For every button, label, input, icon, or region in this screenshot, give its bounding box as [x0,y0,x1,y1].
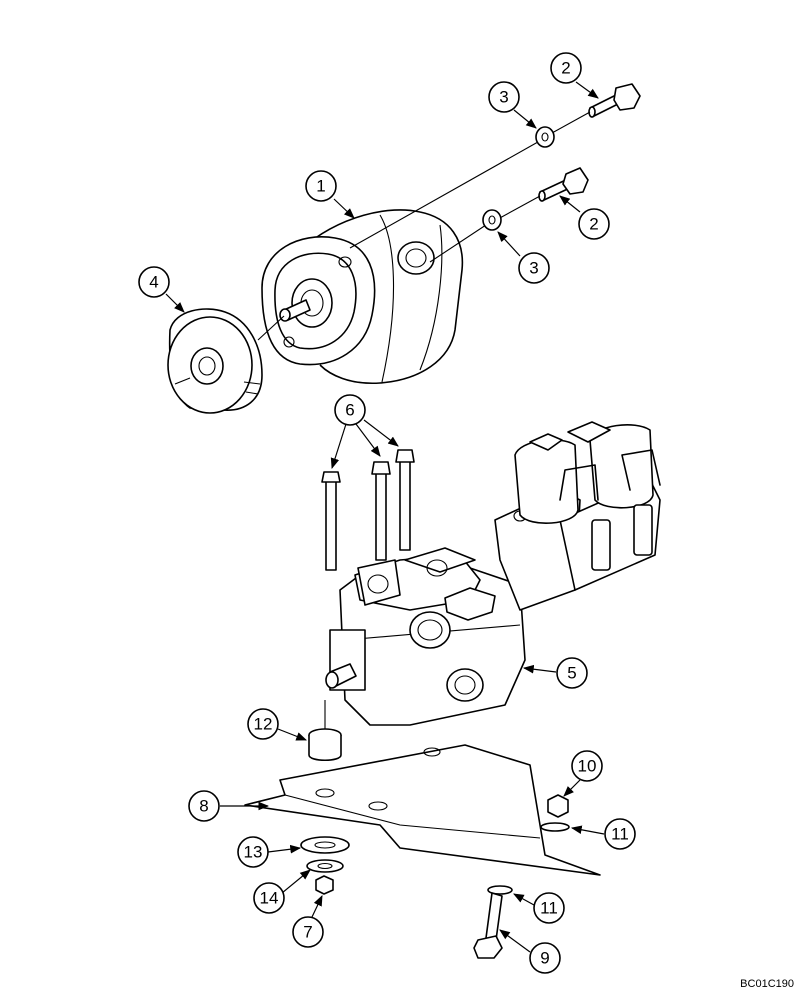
callout-9-label: 9 [540,949,549,968]
callout-6-label: 6 [345,401,354,420]
callout-4-label: 4 [149,273,158,292]
callout-3-top-label: 3 [499,88,508,107]
callout-1: 1 [305,170,355,219]
pump-bolts-and-washers [349,83,641,263]
callout-3-top: 3 [488,81,537,129]
callout-14: 14 [253,869,311,914]
callout-11-top-label: 11 [611,825,629,844]
callout-5: 5 [522,657,588,689]
callout-2-top-label: 2 [561,59,570,78]
callout-13: 13 [237,836,302,868]
callout-11-top: 11 [570,818,636,850]
callout-6: 6 [330,394,399,470]
callout-13-label: 13 [244,843,263,862]
callout-7-label: 7 [303,923,312,942]
callout-4: 4 [138,266,185,313]
callout-12: 12 [247,708,308,741]
hydraulic-pump [261,209,464,385]
coupling [167,308,285,414]
control-valve [325,421,661,726]
callout-11-bottom: 11 [513,892,565,924]
callout-3-bottom: 3 [497,231,550,284]
callout-10: 10 [563,750,603,797]
callout-8-label: 8 [199,797,208,816]
callout-14-label: 14 [260,889,279,908]
bracket-hardware [300,794,570,959]
drawing-reference-code: BC01C190 [740,978,794,990]
mounting-bracket [244,744,601,876]
callout-5-label: 5 [567,664,576,683]
spacer [308,700,342,762]
callout-12-label: 12 [254,715,273,734]
callout-2-bottom-label: 2 [589,215,598,234]
callout-11-bottom-label: 11 [540,899,558,918]
callout-2-top: 2 [550,52,599,99]
valve-mounting-bolts [321,449,415,571]
callout-10-label: 10 [578,757,597,776]
callout-3-bottom-label: 3 [529,259,538,278]
callout-7: 7 [292,895,324,948]
callout-8: 8 [188,790,270,822]
callout-2-bottom: 2 [559,195,610,240]
callout-1-label: 1 [316,177,325,196]
callout-9: 9 [499,929,561,974]
